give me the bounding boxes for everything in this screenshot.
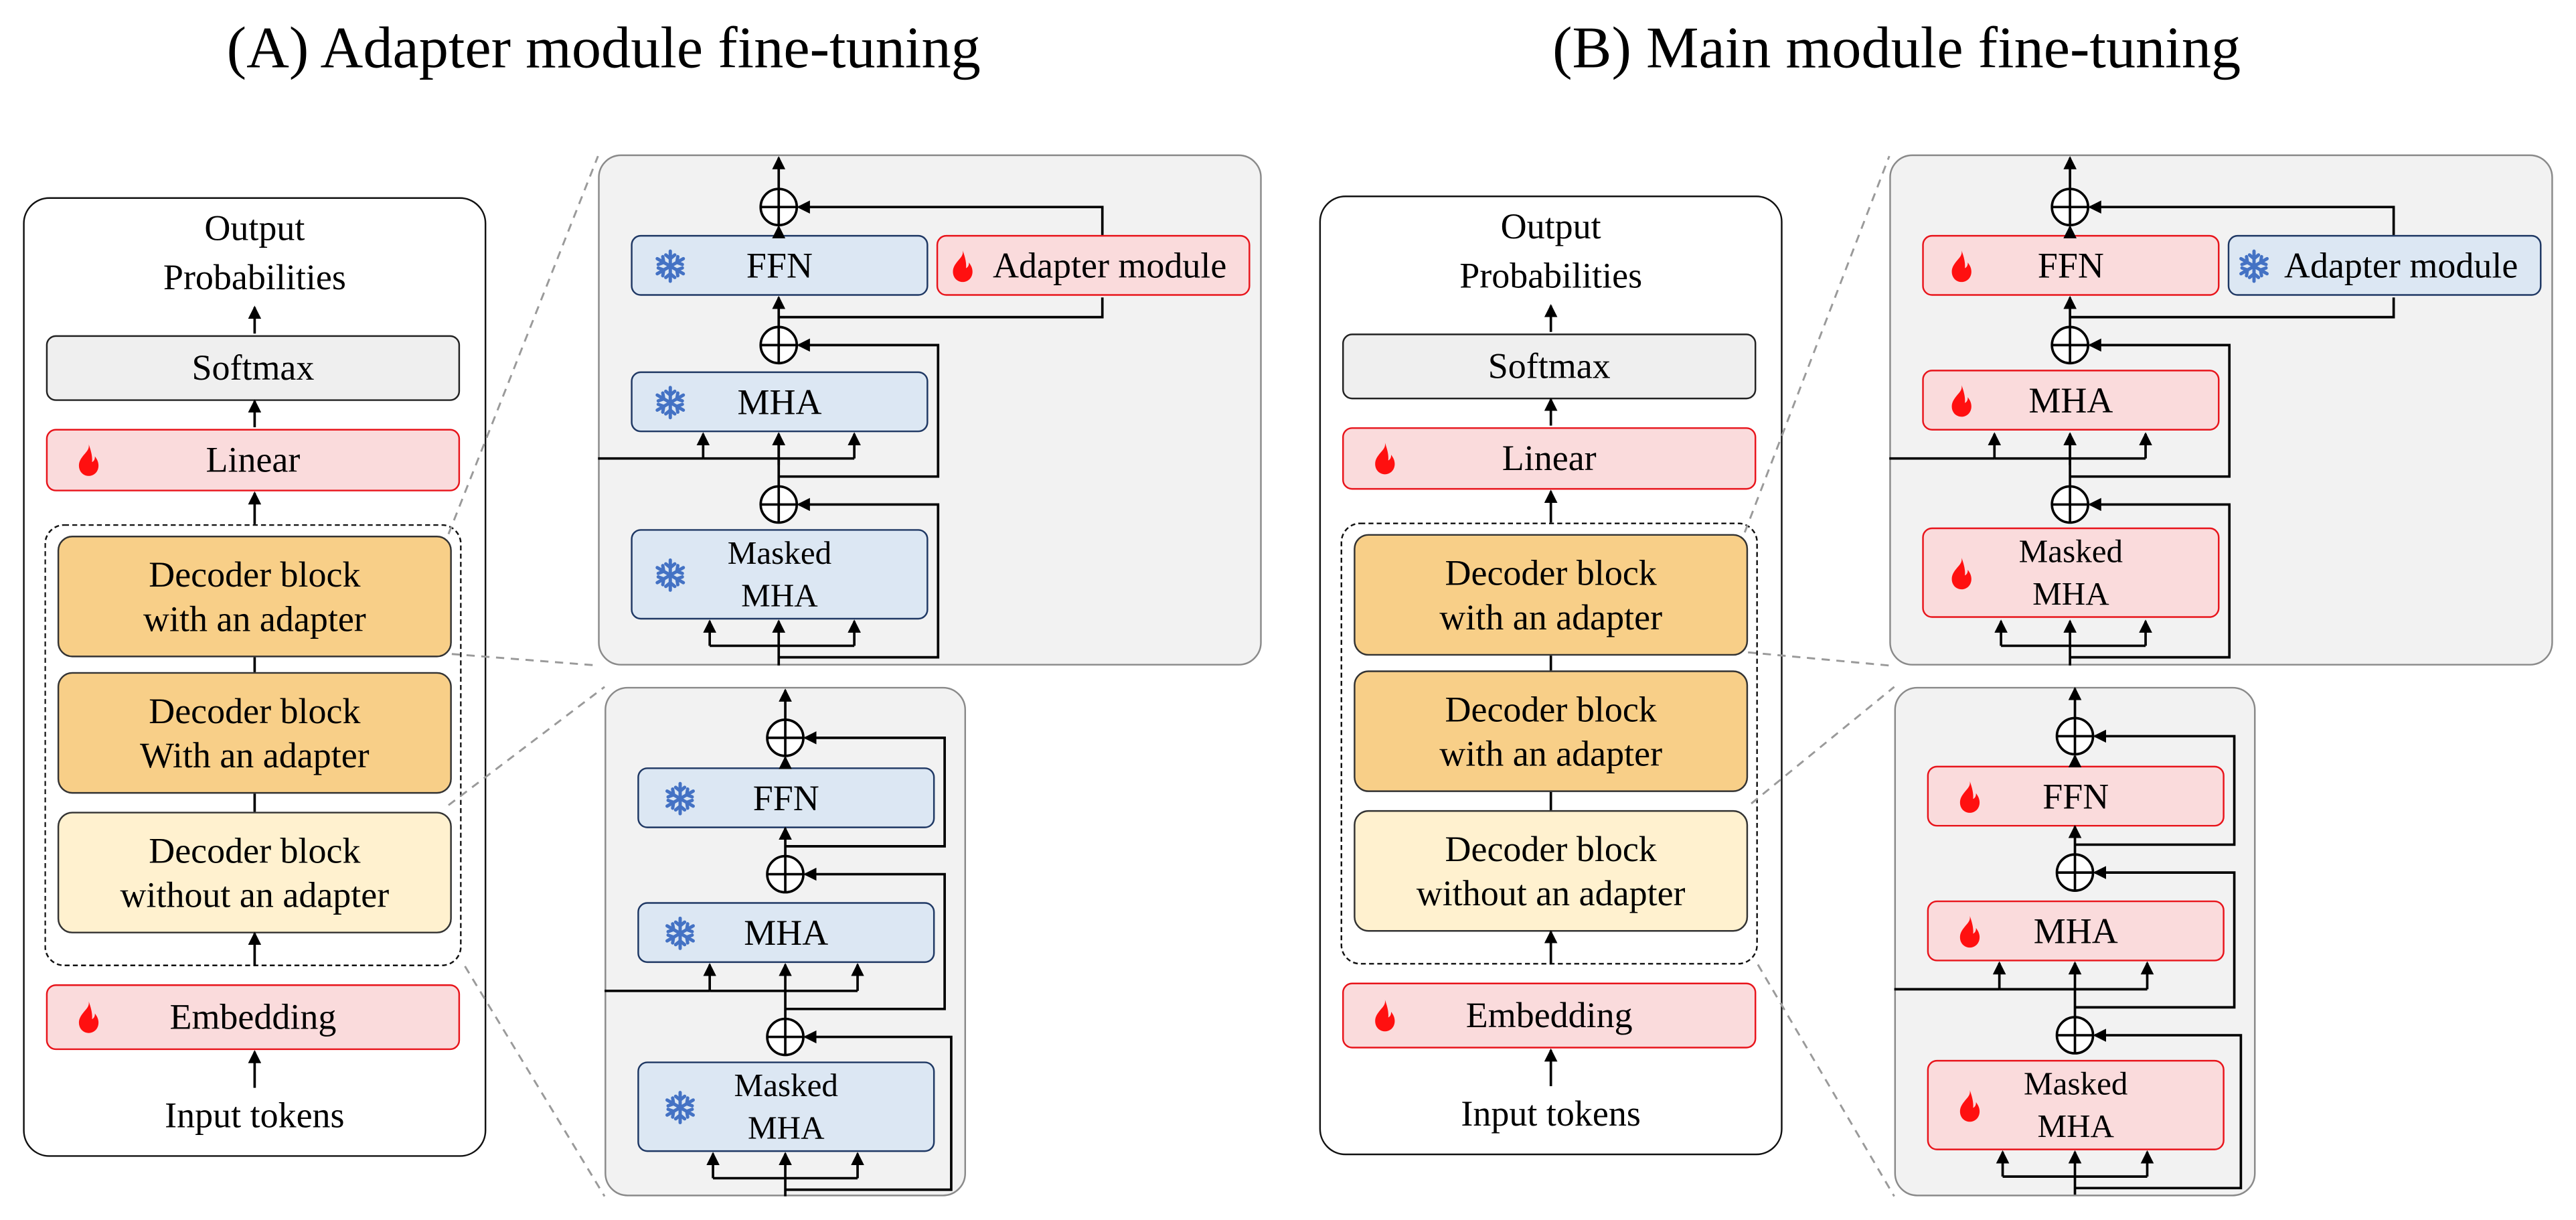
- fire-icon: [1943, 248, 1980, 285]
- fire-icon: [1943, 555, 1980, 591]
- mha-box-b-top: MHA: [1922, 370, 2220, 431]
- input-tokens-label-b: Input tokens: [1461, 1092, 1641, 1134]
- fire-icon: [1951, 1088, 1988, 1124]
- snowflake-icon: [662, 1089, 698, 1126]
- ffn-box-a-top: FFN: [631, 234, 929, 296]
- fire-icon: [71, 999, 107, 1035]
- fire-icon: [1943, 383, 1980, 419]
- mha-box-b-bottom: MHA: [1927, 900, 2225, 962]
- snowflake-icon: [652, 557, 688, 593]
- linear-box-b: Linear: [1342, 427, 1757, 490]
- softmax-box-b: Softmax: [1342, 333, 1757, 400]
- fire-icon: [1367, 441, 1403, 477]
- snowflake-icon: [662, 781, 698, 817]
- adapter-module-a-top: Adapter module: [936, 234, 1251, 296]
- mha-box-a-bottom: MHA: [637, 902, 935, 964]
- adapter-module-b-top: Adapter module: [2227, 234, 2542, 296]
- embedding-box-b: Embedding: [1342, 982, 1757, 1049]
- fire-icon: [945, 248, 981, 285]
- title-adapter-finetuning: (A) Adapter module fine-tuning: [226, 15, 981, 81]
- fire-icon: [1367, 998, 1403, 1034]
- decoder-group-b: [1340, 522, 1758, 965]
- ffn-box-b-top: FFN: [1922, 234, 2220, 296]
- mha-box-a-top: MHA: [631, 371, 929, 433]
- linear-box-a: Linear: [46, 429, 461, 491]
- snowflake-icon: [2236, 248, 2272, 285]
- decoder-group-a: [44, 524, 462, 967]
- fire-icon: [71, 442, 107, 478]
- snowflake-icon: [652, 248, 688, 285]
- fire-icon: [1951, 779, 1988, 815]
- snowflake-icon: [662, 915, 698, 951]
- input-tokens-label-a: Input tokens: [165, 1094, 345, 1136]
- snowflake-icon: [652, 384, 688, 421]
- fire-icon: [1951, 913, 1988, 949]
- embedding-box-a: Embedding: [46, 984, 461, 1051]
- title-main-finetuning: (B) Main module fine-tuning: [1552, 15, 2241, 81]
